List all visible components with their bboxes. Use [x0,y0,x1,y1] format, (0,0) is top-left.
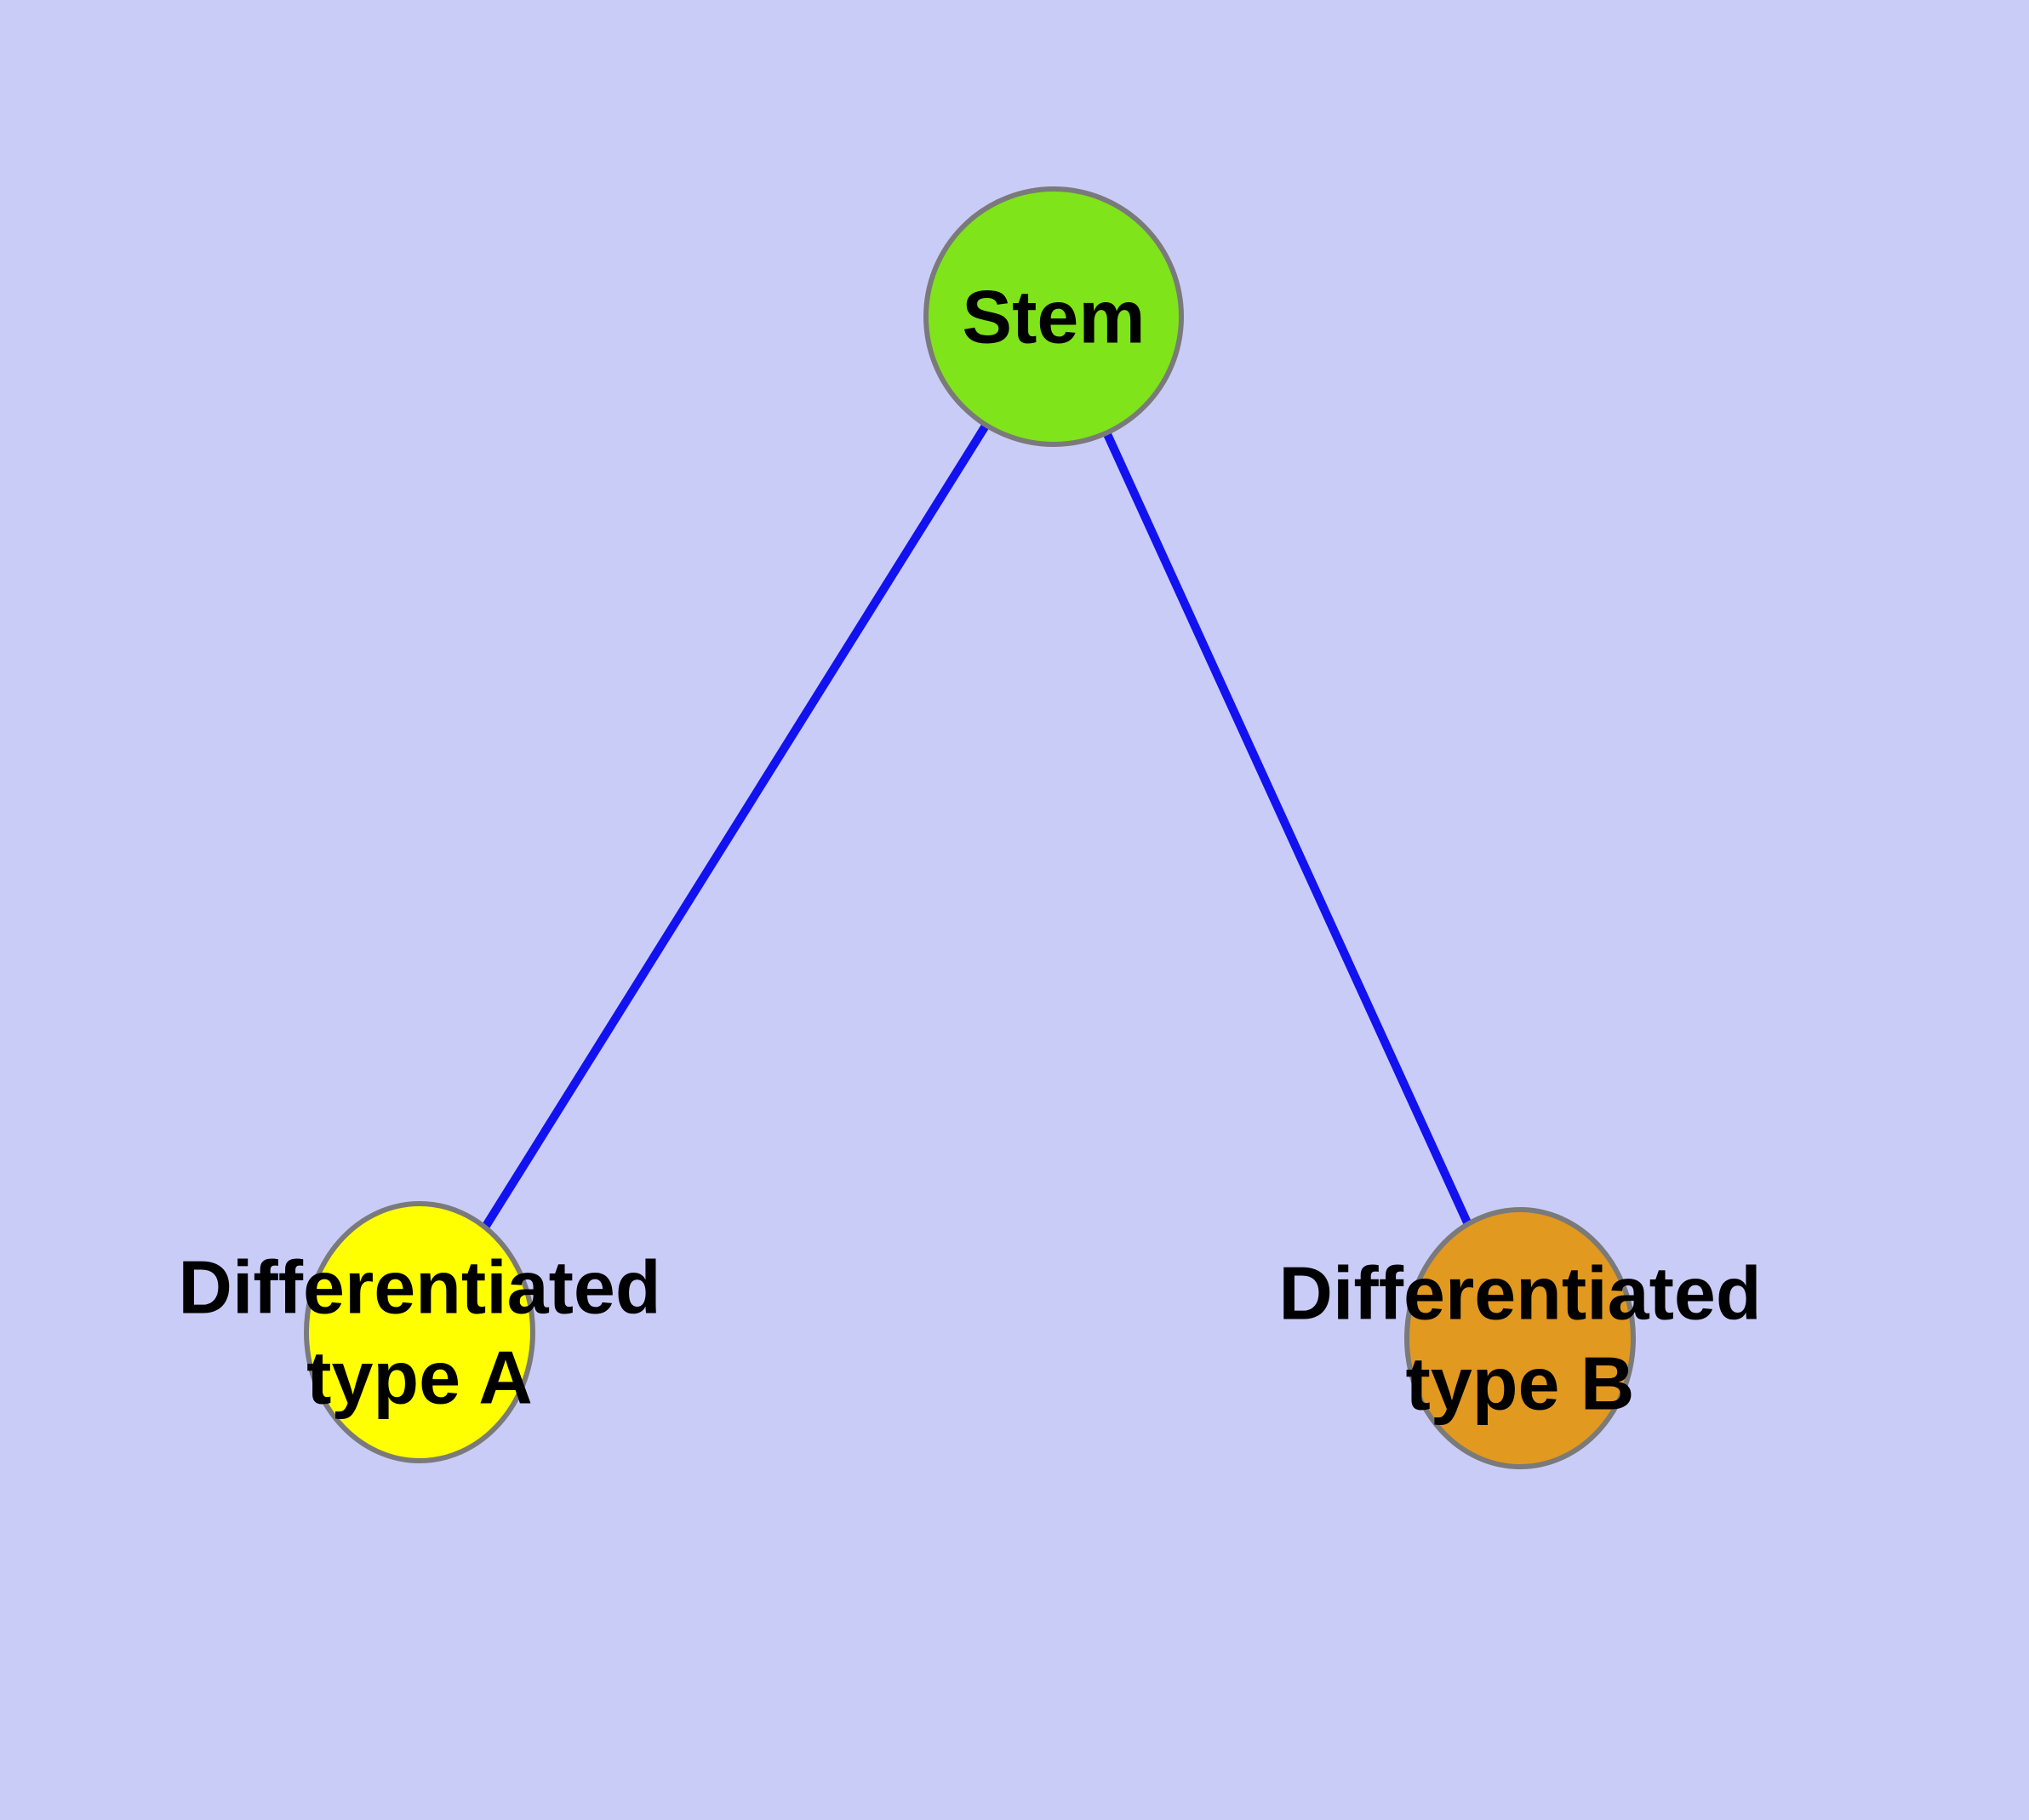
edge-stem-to-type-b [1049,314,1524,1341]
node-type-b-circle [1404,1207,1636,1469]
node-type-a-label-line2: type A [306,1336,533,1420]
node-differentiated-type-b: Differentiated type B [1278,1207,1762,1469]
node-stem: Stem [923,186,1184,447]
node-stem-label-line1: Stem [962,275,1145,359]
node-type-a-label-line1: Differentiated [178,1245,660,1330]
node-type-b-label-line1: Differentiated [1278,1251,1761,1336]
edge-stem-to-type-a [415,314,1058,1335]
node-type-a-circle [304,1201,535,1463]
node-stem-circle [923,186,1184,447]
node-differentiated-type-a: Differentiated type A [178,1201,661,1463]
node-type-b-label-line2: type B [1406,1342,1635,1426]
